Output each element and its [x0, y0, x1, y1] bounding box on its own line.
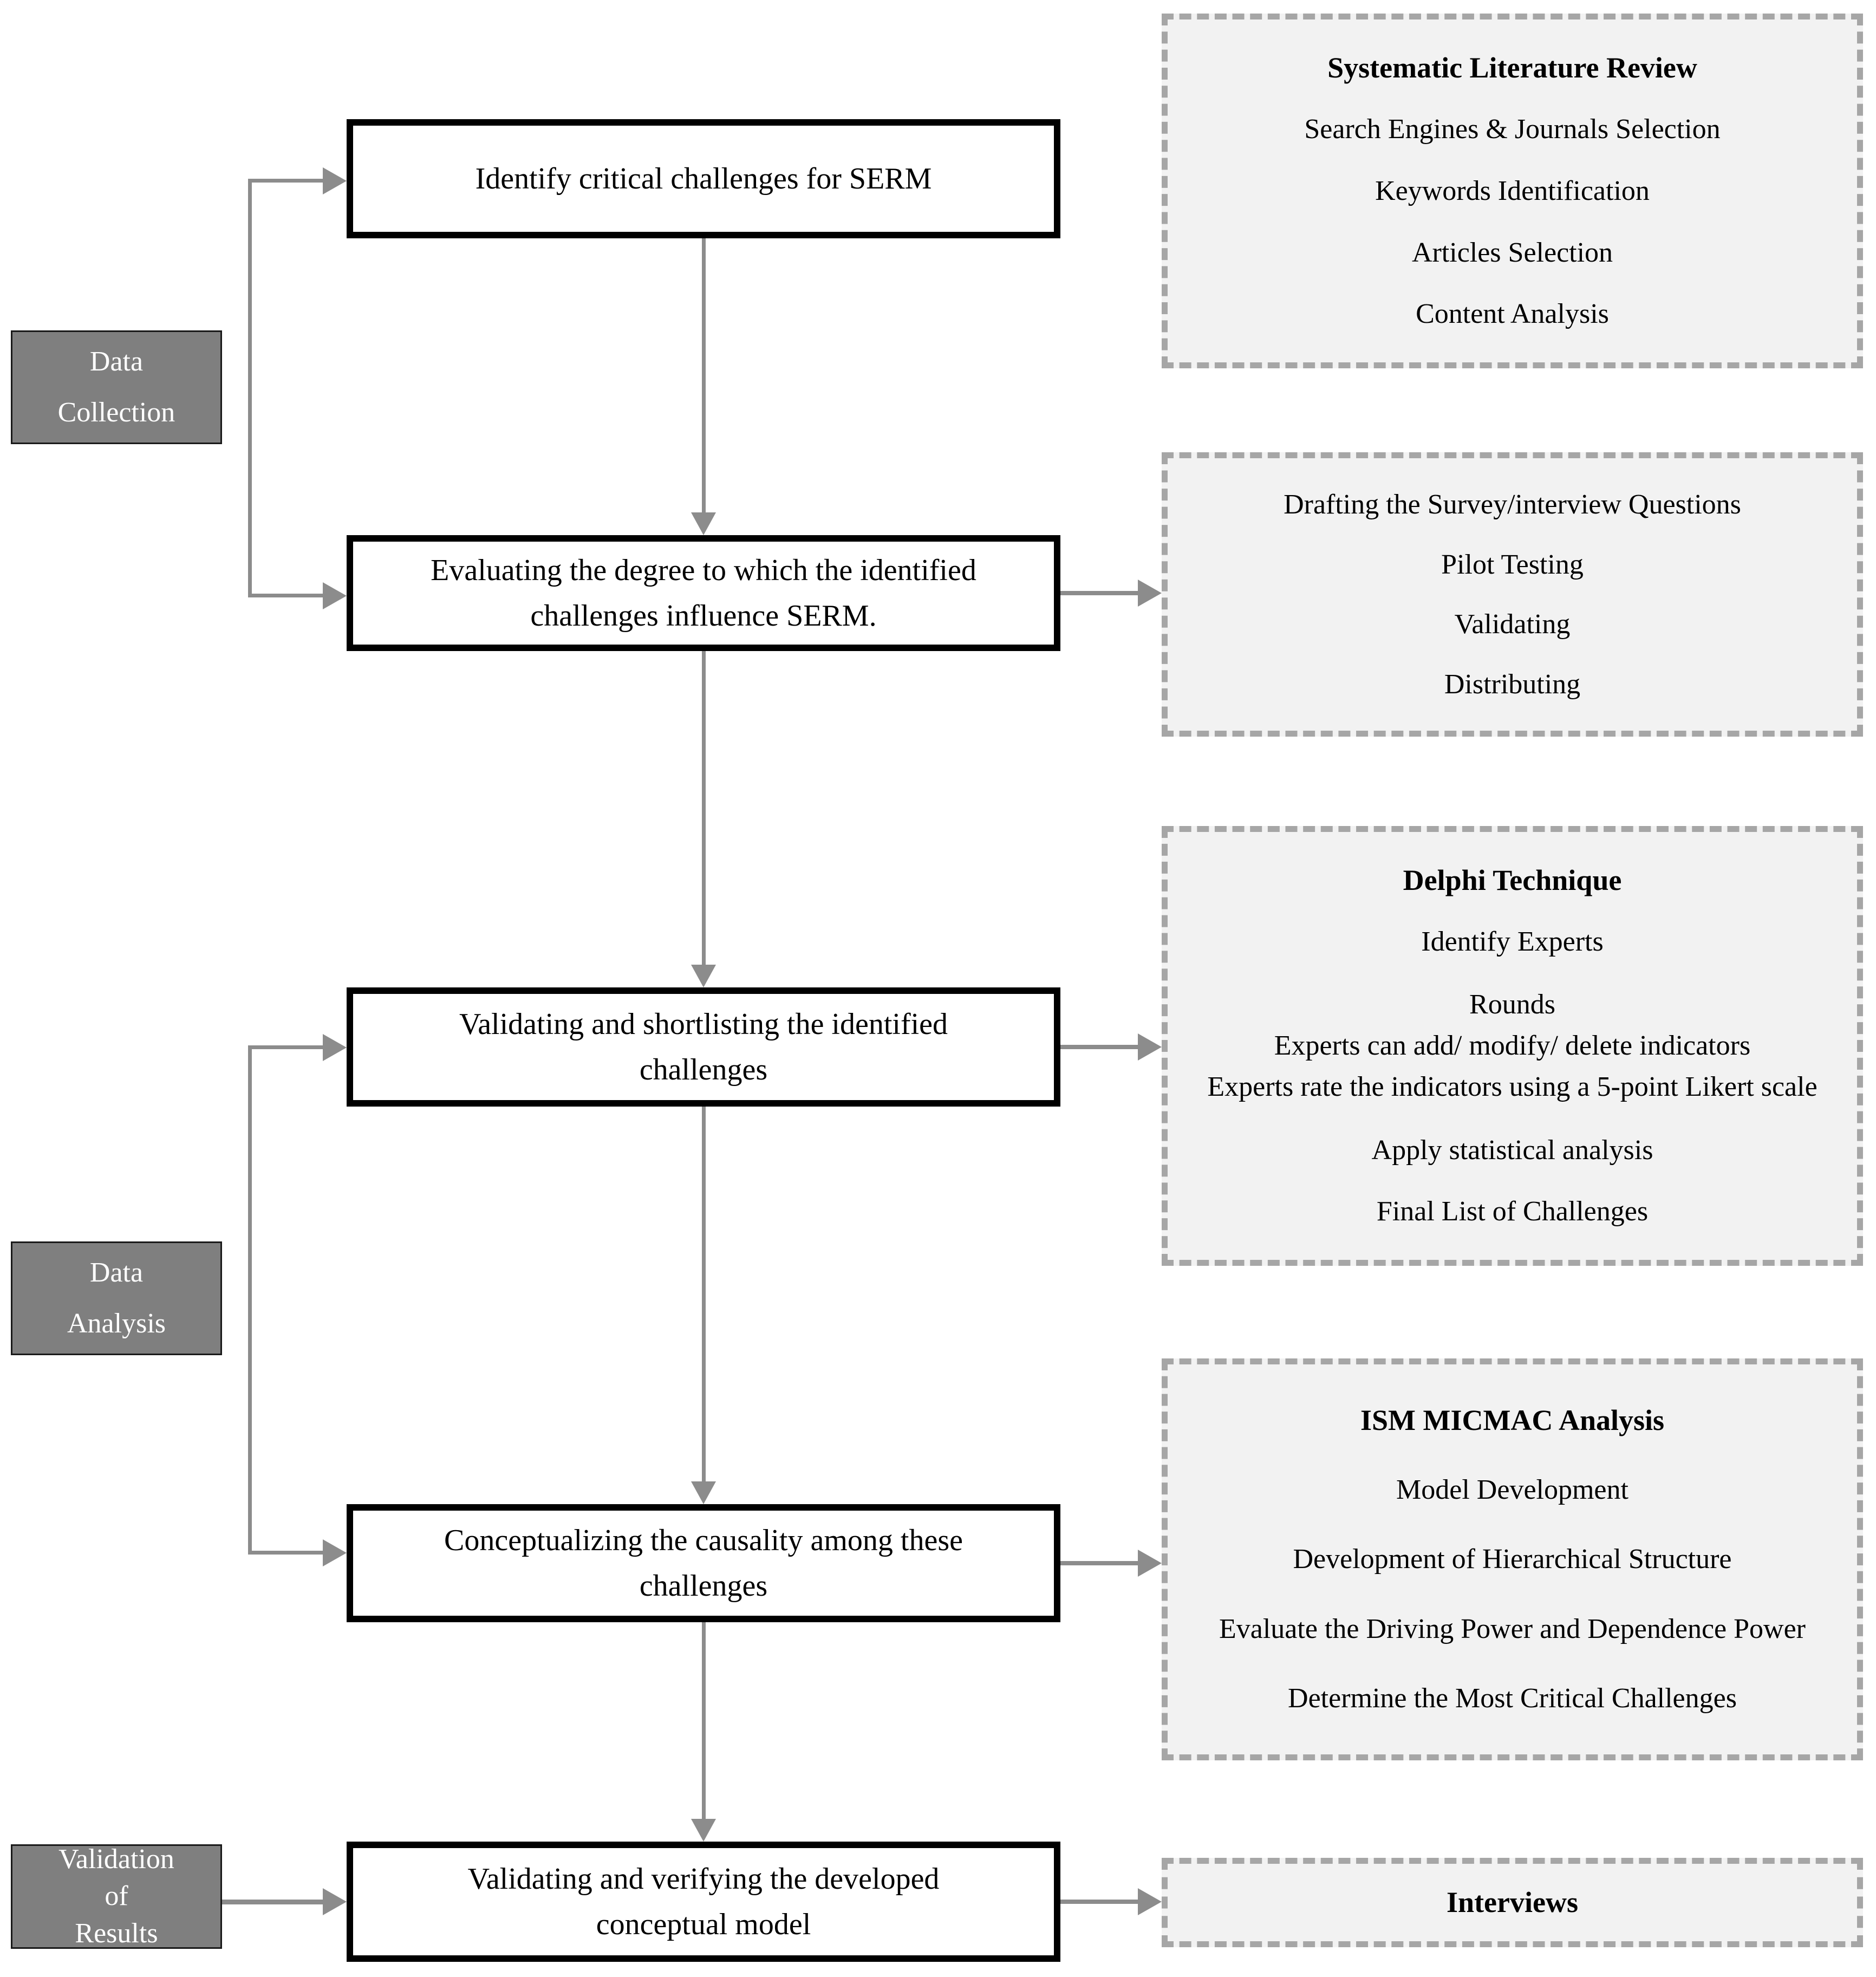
arrow-down-box4-icon — [691, 1481, 716, 1504]
panel-survey-drafting: Drafting the Survey/interview Questions … — [1162, 452, 1863, 737]
panel-delphi-technique: Delphi Technique Identify Experts Rounds… — [1162, 826, 1863, 1266]
arrow-down-box5-icon — [691, 1819, 716, 1842]
panel-ism-micmac: ISM MICMAC Analysis Model Development De… — [1162, 1358, 1863, 1760]
arrow-into-panel3-icon — [1138, 1033, 1162, 1061]
arrow-down-box3-icon — [691, 965, 716, 987]
stage-data-analysis: Data Analysis — [11, 1241, 222, 1355]
panel-interviews: Interviews — [1162, 1858, 1863, 1947]
panel-item: Identify Experts — [1421, 926, 1604, 957]
connector-box2-panel2-line — [1060, 591, 1139, 595]
connector-box3-box4-line — [702, 1107, 706, 1484]
panel-item: Development of Hierarchical Structure — [1293, 1544, 1732, 1575]
panel-item: Model Development — [1396, 1474, 1629, 1506]
panel-item: Distributing — [1444, 668, 1581, 700]
process-validate-shortlist: Validating and shortlisting the identifi… — [347, 987, 1060, 1107]
connector-box4-panel4-line — [1060, 1561, 1139, 1565]
connector-box4-box5-line — [702, 1622, 706, 1821]
panel-item: Keywords Identification — [1375, 175, 1650, 206]
arrow-into-box3-icon — [323, 1034, 347, 1061]
panel-item: Content Analysis — [1416, 298, 1609, 330]
panel-item: Apply statistical analysis — [1371, 1134, 1653, 1166]
panel-item: Articles Selection — [1411, 237, 1613, 268]
connector-box1-box2-line — [702, 238, 706, 515]
connector-box3-panel3-line — [1060, 1045, 1139, 1049]
process-evaluate-degree: Evaluating the degree to which the ident… — [347, 535, 1060, 651]
arrow-down-box2-icon — [691, 512, 716, 535]
bracket-a-vertical-line — [248, 179, 252, 597]
panel-title: ISM MICMAC Analysis — [1360, 1404, 1665, 1437]
connector-box2-box3-line — [702, 651, 706, 967]
bracket-a-bottom-line — [248, 594, 324, 597]
arrow-into-box1-icon — [323, 167, 347, 194]
panel-title: Interviews — [1447, 1886, 1578, 1919]
bracket-b-bottom-line — [248, 1551, 324, 1555]
bracket-b-vertical-line — [248, 1045, 252, 1555]
delphi-rounds-cluster: Rounds Experts can add/ modify/ delete i… — [1207, 986, 1817, 1107]
panel-item: Rounds — [1469, 988, 1555, 1020]
panel-systematic-literature-review: Systematic Literature Review Search Engi… — [1162, 14, 1863, 368]
panel-title: Systematic Literature Review — [1327, 51, 1697, 84]
panel-item: Validating — [1454, 609, 1571, 640]
arrow-into-box5-icon — [323, 1888, 347, 1915]
process-validate-verify-model: Validating and verifying the developed c… — [347, 1842, 1060, 1962]
panel-title: Delphi Technique — [1403, 863, 1622, 896]
stage-data-collection: Data Collection — [11, 330, 222, 444]
panel-item: Determine the Most Critical Challenges — [1288, 1682, 1737, 1714]
process-identify-challenges: Identify critical challenges for SERM — [347, 119, 1060, 238]
panel-item: Experts can add/ modify/ delete indicato… — [1274, 1030, 1751, 1061]
panel-item: Pilot Testing — [1441, 549, 1584, 580]
bracket-b-top-line — [248, 1045, 324, 1049]
bracket-a-top-line — [248, 179, 324, 183]
arrow-into-box4-icon — [323, 1539, 347, 1566]
arrow-into-panel5-icon — [1138, 1888, 1162, 1915]
arrow-into-panel2-icon — [1138, 580, 1162, 607]
validation-arrow-line — [222, 1900, 324, 1904]
panel-item: Search Engines & Journals Selection — [1304, 114, 1721, 145]
arrow-into-box2-icon — [323, 582, 347, 609]
panel-item: Final List of Challenges — [1376, 1196, 1649, 1227]
panel-item: Drafting the Survey/interview Questions — [1284, 489, 1741, 521]
panel-item: Evaluate the Driving Power and Dependenc… — [1219, 1613, 1806, 1644]
arrow-into-panel4-icon — [1138, 1550, 1162, 1577]
process-conceptualize-causality: Conceptualizing the causality among thes… — [347, 1504, 1060, 1622]
connector-box5-panel5-line — [1060, 1900, 1139, 1904]
panel-item: Experts rate the indicators using a 5-po… — [1207, 1071, 1818, 1102]
stage-validation-of-results: Validation of Results — [11, 1844, 222, 1949]
